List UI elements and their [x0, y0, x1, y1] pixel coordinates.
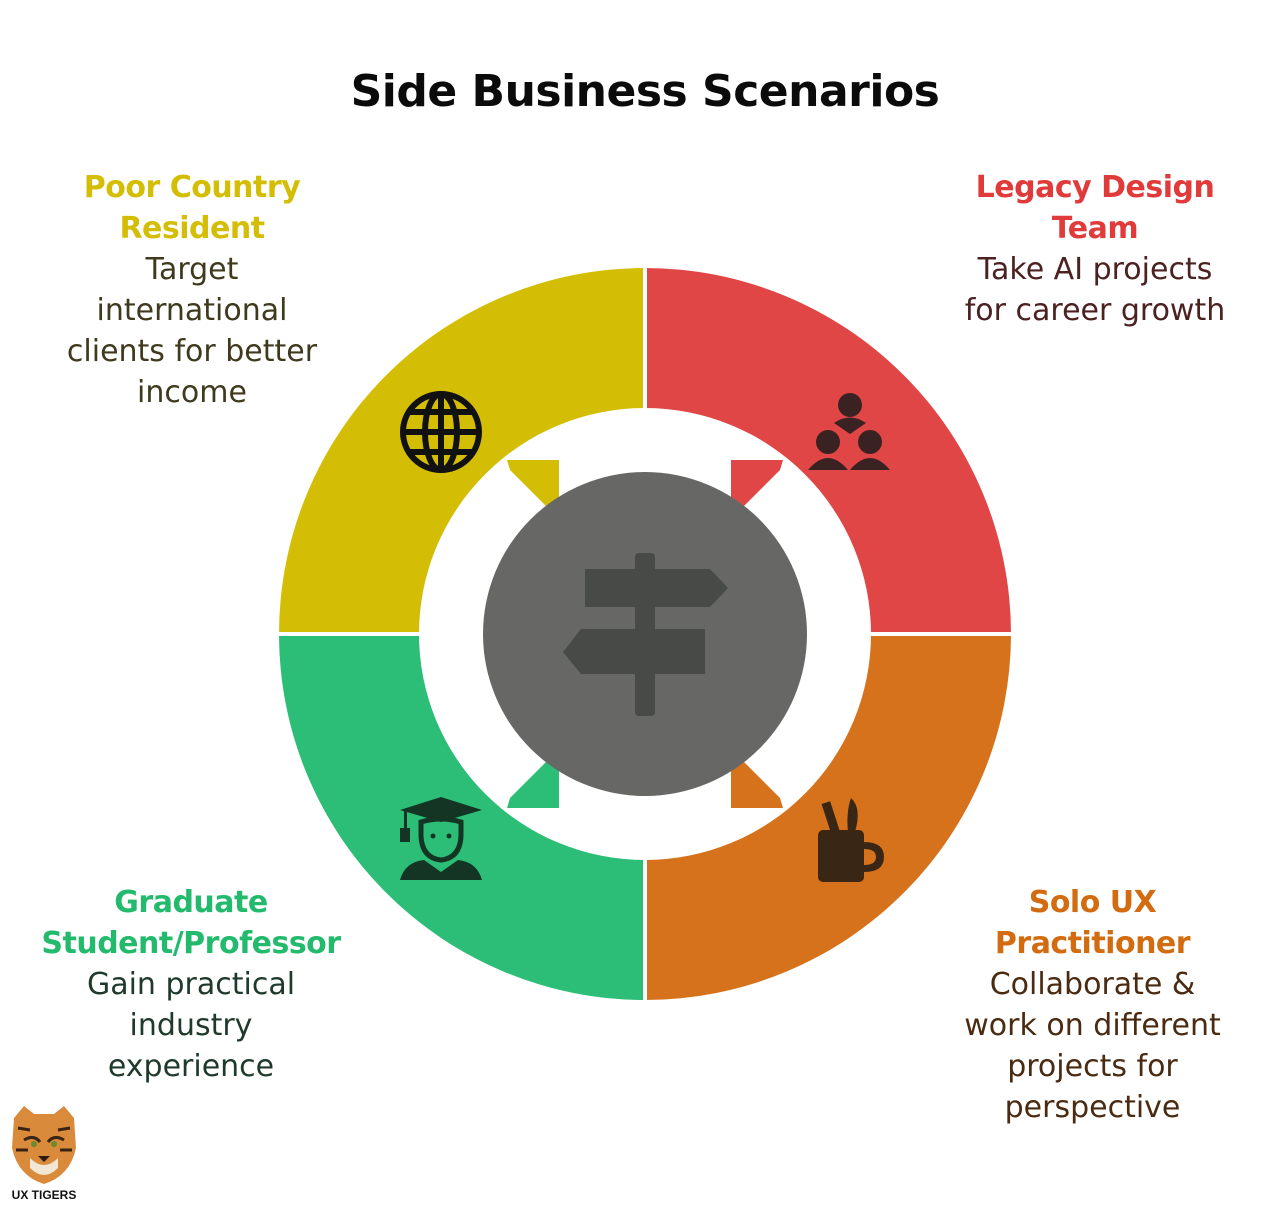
scenario-label-poor-country-resident: Poor Country Resident Target internation… — [32, 167, 352, 413]
scenario-description: Target international clients for better … — [32, 249, 352, 413]
description-line: income — [137, 375, 247, 410]
page-title: Side Business Scenarios — [350, 66, 940, 117]
description-line: clients for better — [66, 334, 318, 369]
heading-line: Practitioner — [994, 926, 1191, 961]
scenario-description: Collaborate & work on different projects… — [935, 964, 1250, 1128]
description-line: Gain practical — [86, 967, 296, 1002]
logo-text: UX TIGERS — [11, 1188, 77, 1202]
scenario-description: Take AI projects for career growth — [930, 249, 1260, 331]
signpost-icon — [563, 553, 728, 716]
description-line: for career growth — [964, 293, 1226, 328]
description-line: perspective — [1004, 1090, 1181, 1125]
heading-line: Poor Country — [83, 170, 301, 205]
scenario-label-legacy-design-team: Legacy Design Team Take AI projects for … — [930, 167, 1260, 331]
team-icon — [808, 393, 890, 470]
scenario-heading: Solo UX Practitioner — [935, 882, 1250, 964]
ux-tigers-logo: UX TIGERS — [4, 1100, 84, 1208]
scenario-description: Gain practical industry experience — [26, 964, 356, 1087]
heading-line: Legacy Design — [975, 170, 1215, 205]
heading-line: Resident — [119, 211, 265, 246]
heading-line: Team — [1051, 211, 1139, 246]
description-line: experience — [107, 1049, 275, 1084]
description-line: projects for — [1007, 1049, 1178, 1084]
tiger-logo-icon — [12, 1106, 76, 1184]
heading-line: Graduate — [114, 885, 268, 920]
description-line: Take AI projects — [977, 252, 1213, 287]
description-line: work on different — [964, 1008, 1221, 1043]
scenario-heading: Poor Country Resident — [32, 167, 352, 249]
connector-bottom-right — [731, 756, 783, 808]
scenario-heading: Graduate Student/Professor — [26, 882, 356, 964]
scenario-label-solo-ux-practitioner: Solo UX Practitioner Collaborate & work … — [935, 882, 1250, 1128]
scenario-label-graduate-student-professor: Graduate Student/Professor Gain practica… — [26, 882, 356, 1087]
connector-top-right — [731, 460, 783, 512]
description-line: international — [96, 293, 288, 328]
graduate-icon — [400, 797, 482, 880]
description-line: Target — [145, 252, 239, 287]
description-line: industry — [129, 1008, 253, 1043]
quadrant-bottom-left — [279, 634, 645, 1000]
connector-top-left — [507, 460, 559, 512]
globe-icon — [400, 391, 482, 473]
scenario-heading: Legacy Design Team — [930, 167, 1260, 249]
connector-bottom-left — [507, 756, 559, 808]
art-mug-icon — [818, 798, 884, 882]
heading-line: Student/Professor — [41, 926, 341, 961]
description-line: Collaborate & — [989, 967, 1196, 1002]
heading-line: Solo UX — [1028, 885, 1157, 920]
